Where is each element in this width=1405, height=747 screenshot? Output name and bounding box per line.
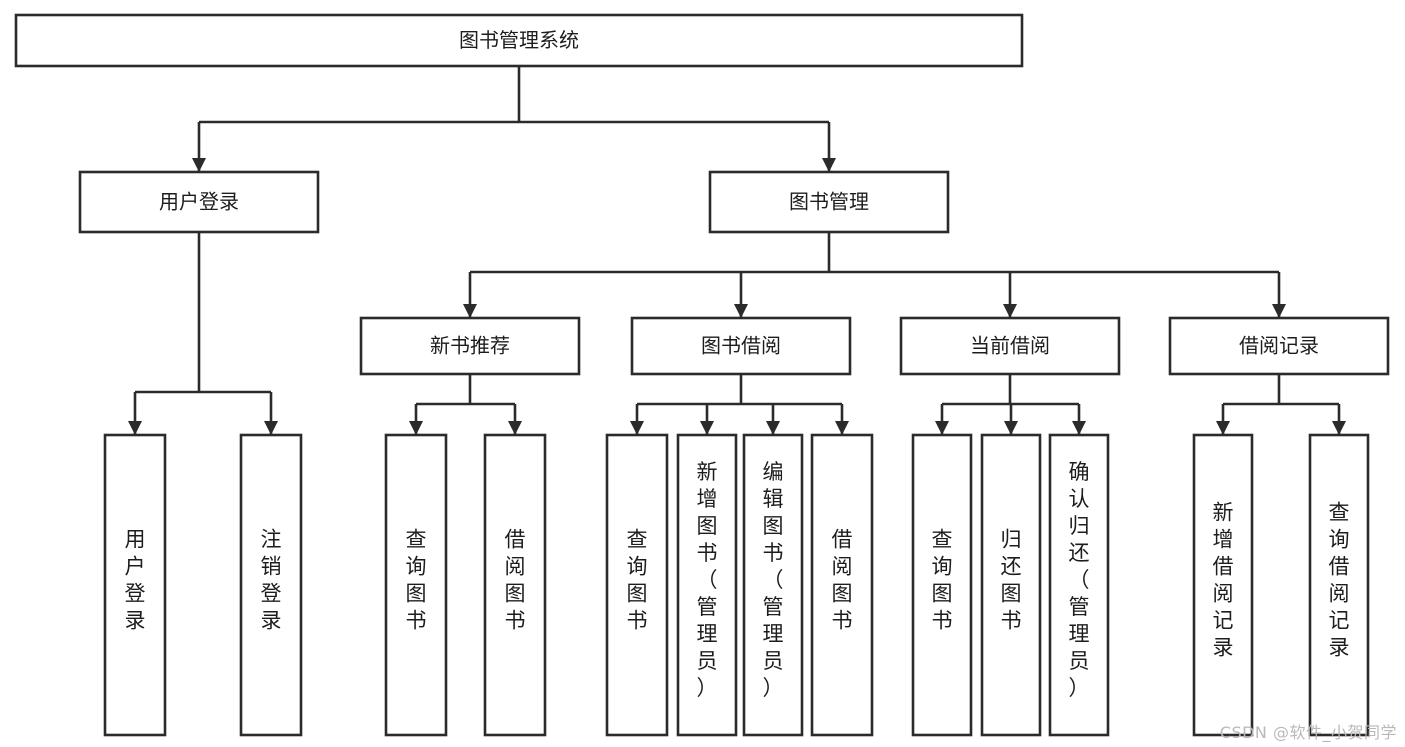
node-leaf-confirm-return[interactable]: 确认归还（管理员）: [1048, 433, 1110, 737]
node-leaf-borrow-book-1-label: 借阅图书: [505, 528, 526, 633]
node-user-login-label: 用户登录: [159, 190, 239, 214]
node-leaf-borrow-book-2-label: 借阅图书: [832, 528, 853, 633]
node-leaf-confirm-return-label: 确认归还（管理员）: [1069, 460, 1090, 700]
node-root-book-management-system-rect: [14, 13, 1024, 68]
node-leaf-user-login-label: 用户登录: [125, 528, 146, 633]
node-user-login-rect: [78, 170, 320, 234]
node-book-borrow-rect: [630, 316, 852, 376]
node-book-manage-label: 图书管理: [789, 190, 869, 214]
node-new-book-recommend-rect: [359, 316, 581, 376]
node-leaf-add-book-rect: [676, 433, 738, 737]
node-current-borrow[interactable]: 当前借阅: [899, 316, 1121, 376]
node-leaf-return-book-label: 归还图书: [1001, 528, 1022, 633]
node-leaf-query-book-2[interactable]: 查询图书: [605, 433, 669, 737]
node-borrow-record-rect: [1168, 316, 1390, 376]
node-new-book-recommend[interactable]: 新书推荐: [359, 316, 581, 376]
node-leaf-add-book[interactable]: 新增图书（管理员）: [676, 433, 738, 737]
node-leaf-query-record[interactable]: 查询借阅记录: [1308, 433, 1370, 737]
node-leaf-user-login-rect: [103, 433, 167, 737]
node-root-book-management-system-label: 图书管理系统: [459, 28, 579, 52]
node-leaf-borrow-book-1[interactable]: 借阅图书: [483, 433, 547, 737]
node-leaf-borrow-book-2-rect: [810, 433, 874, 737]
node-leaf-borrow-book-2[interactable]: 借阅图书: [810, 433, 874, 737]
node-leaf-query-book-1-label: 查询图书: [406, 528, 427, 633]
node-borrow-record-label: 借阅记录: [1239, 334, 1319, 358]
node-current-borrow-label: 当前借阅: [970, 334, 1050, 358]
watermark-text: CSDN @软件_小贺同学: [1219, 723, 1397, 742]
node-root-book-management-system[interactable]: 图书管理系统: [14, 13, 1024, 68]
node-leaf-return-book[interactable]: 归还图书: [980, 433, 1042, 737]
node-leaf-add-record-label: 新增借阅记录: [1213, 501, 1234, 660]
node-leaf-query-record-label: 查询借阅记录: [1329, 501, 1350, 660]
node-leaf-query-book-3-label: 查询图书: [932, 528, 953, 633]
node-user-login[interactable]: 用户登录: [78, 170, 320, 234]
node-leaf-query-book-2-rect: [605, 433, 669, 737]
node-leaf-user-logout[interactable]: 注销登录: [239, 433, 303, 737]
node-leaf-user-logout-rect: [239, 433, 303, 737]
node-leaf-query-record-rect: [1308, 433, 1370, 737]
node-leaf-edit-book[interactable]: 编辑图书（管理员）: [742, 433, 804, 737]
node-current-borrow-rect: [899, 316, 1121, 376]
node-leaf-add-book-label: 新增图书（管理员）: [697, 460, 718, 700]
node-leaf-query-book-3[interactable]: 查询图书: [911, 433, 973, 737]
node-leaf-query-book-3-rect: [911, 433, 973, 737]
node-leaf-add-record-rect: [1192, 433, 1254, 737]
node-book-borrow[interactable]: 图书借阅: [630, 316, 852, 376]
node-leaf-query-book-2-label: 查询图书: [627, 528, 648, 633]
node-leaf-return-book-rect: [980, 433, 1042, 737]
node-new-book-recommend-label: 新书推荐: [430, 334, 510, 358]
node-leaf-query-book-1-rect: [384, 433, 448, 737]
node-leaf-edit-book-rect: [742, 433, 804, 737]
node-leaf-edit-book-label: 编辑图书（管理员）: [763, 460, 784, 700]
node-book-borrow-label: 图书借阅: [701, 334, 781, 358]
node-book-manage[interactable]: 图书管理: [708, 170, 950, 234]
node-leaf-add-record[interactable]: 新增借阅记录: [1192, 433, 1254, 737]
node-leaf-query-book-1[interactable]: 查询图书: [384, 433, 448, 737]
node-leaf-confirm-return-rect: [1048, 433, 1110, 737]
node-book-manage-rect: [708, 170, 950, 234]
node-leaf-borrow-book-1-rect: [483, 433, 547, 737]
node-leaf-user-login[interactable]: 用户登录: [103, 433, 167, 737]
node-leaf-user-logout-label: 注销登录: [261, 528, 282, 633]
node-borrow-record[interactable]: 借阅记录: [1168, 316, 1390, 376]
